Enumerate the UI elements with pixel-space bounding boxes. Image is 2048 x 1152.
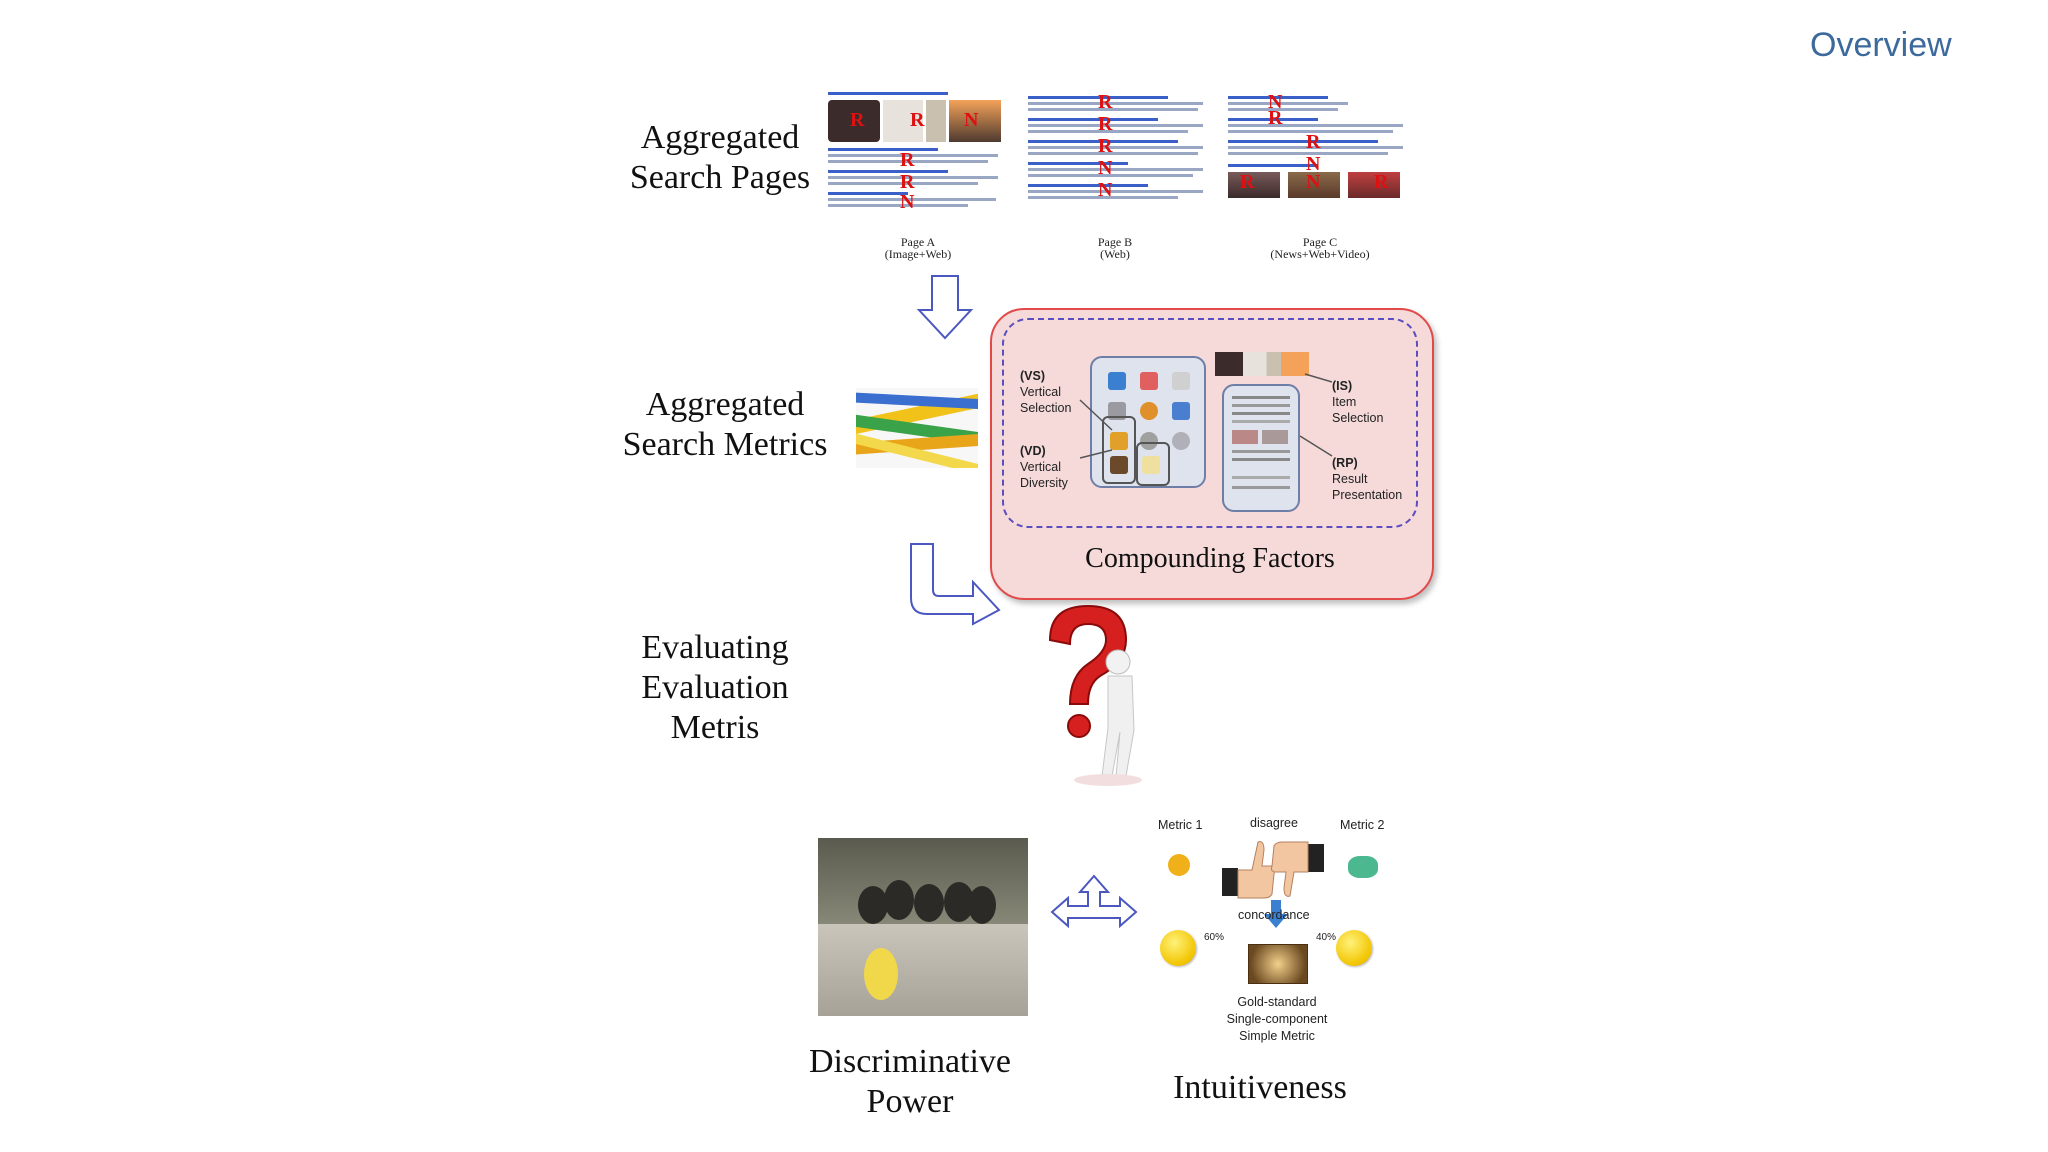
calendar-icon — [1172, 372, 1190, 390]
item-selection-label: (IS) Item Selection — [1332, 378, 1383, 426]
tape-measure-icon — [1348, 856, 1378, 878]
relevance-mark: N — [1098, 157, 1113, 179]
vertical-diversity-highlight — [1136, 442, 1170, 486]
disagree-label: disagree — [1250, 816, 1298, 830]
tools-icon — [1140, 402, 1158, 420]
relevance-mark: N — [964, 109, 979, 131]
question-figure-icon — [1048, 604, 1142, 786]
down-arrow-icon — [1264, 900, 1288, 928]
relevance-mark: N — [1306, 153, 1321, 175]
gear-icon — [1140, 432, 1158, 450]
relevance-mark: R — [1098, 91, 1113, 113]
relevance-mark: R — [850, 109, 865, 131]
page-b-caption: Page B (Web) — [1097, 235, 1133, 261]
vertical-selection-label: (VS) Vertical Selection — [1020, 368, 1071, 416]
relevance-mark: N — [1306, 171, 1321, 193]
compounding-factors-dashed-box — [1002, 318, 1418, 528]
concordance-label: concordance — [1238, 908, 1310, 922]
result-page-box — [1222, 384, 1300, 512]
relevance-mark: R — [910, 109, 925, 131]
news-icon — [1140, 372, 1158, 390]
measuring-tapes-image — [856, 388, 978, 468]
relevance-mark: R — [1098, 135, 1113, 157]
is-text: Item Selection — [1332, 395, 1384, 425]
globe-icon — [1172, 432, 1190, 450]
slide-title: Overview — [1810, 26, 1952, 64]
vd-code: (VD) — [1020, 444, 1046, 458]
page-a-caption: Page A (Image+Web) — [884, 235, 952, 261]
rp-code: (RP) — [1332, 456, 1358, 470]
search-page-b-thumbnail: R R R N N — [1028, 92, 1203, 207]
heading-aggregated-search-pages: Aggregated Search Pages — [629, 119, 811, 196]
gif-icon — [1142, 456, 1160, 474]
factor-connector-lines — [1079, 373, 1333, 459]
gold-standard-label: Gold-standard Single-component Simple Me… — [1226, 995, 1328, 1043]
right-percentage: 40% — [1316, 932, 1337, 943]
bent-arrow-icon — [910, 543, 1001, 626]
heading-evaluating-evaluation-metrics: Evaluating Evaluation Metris — [641, 629, 789, 746]
shopping-icon — [1110, 432, 1128, 450]
relevance-mark: R — [1306, 131, 1321, 153]
video-icon — [1110, 456, 1128, 474]
vs-text: Vertical Selection — [1020, 385, 1072, 415]
happy-face-icon — [1160, 930, 1196, 966]
search-page-a-thumbnail: R R N R R N — [828, 92, 1003, 212]
book-icon — [1108, 402, 1126, 420]
thumbs-up-down-icon — [1222, 841, 1324, 899]
search-page-c-thumbnail: N R R N R N R — [1228, 92, 1403, 207]
camera-icon — [1108, 372, 1126, 390]
image-results-strip — [1215, 352, 1309, 376]
heading-aggregated-search-metrics: Aggregated Search Metrics — [622, 386, 828, 463]
heading-discriminative-power: Discriminative Power — [808, 1043, 1012, 1120]
relevance-mark: R — [1268, 107, 1283, 129]
heading-intuitiveness: Intuitiveness — [1173, 1069, 1347, 1106]
is-code: (IS) — [1332, 379, 1353, 393]
rp-text: Result Presentation — [1332, 472, 1403, 502]
result-presentation-label: (RP) Result Presentation — [1332, 455, 1402, 503]
four-way-arrow-icon — [1050, 874, 1138, 929]
vertical-diversity-label: (VD) Vertical Diversity — [1020, 443, 1068, 491]
relevance-mark: R — [900, 171, 915, 193]
vd-text: Vertical Diversity — [1020, 460, 1068, 490]
page-c-caption: Page C (News+Web+Video) — [1270, 235, 1370, 261]
compounding-factors-panel — [990, 308, 1434, 600]
relevance-mark: N — [1268, 91, 1283, 113]
relevance-mark: R — [1098, 113, 1113, 135]
relevance-mark: R — [900, 149, 915, 171]
gold-standard-image — [1248, 944, 1308, 984]
metric-1-label: Metric 1 — [1158, 818, 1203, 832]
relevance-mark: N — [1098, 179, 1113, 201]
vertical-diversity-highlight — [1102, 416, 1136, 484]
down-arrow-icon — [916, 275, 974, 340]
ducklings-photo — [818, 838, 1028, 1016]
verticals-icon-box — [1090, 356, 1206, 488]
left-percentage: 60% — [1204, 932, 1225, 943]
vs-code: (VS) — [1020, 369, 1045, 383]
tape-measure-icon — [1168, 854, 1190, 876]
compounding-factors-title: Compounding Factors — [1085, 543, 1335, 574]
relevance-mark: R — [1374, 171, 1389, 193]
metric-2-label: Metric 2 — [1340, 818, 1385, 832]
relevance-mark: R — [1240, 171, 1255, 193]
relevance-mark: N — [900, 191, 915, 213]
sad-face-icon — [1336, 930, 1372, 966]
chat-icon — [1172, 402, 1190, 420]
